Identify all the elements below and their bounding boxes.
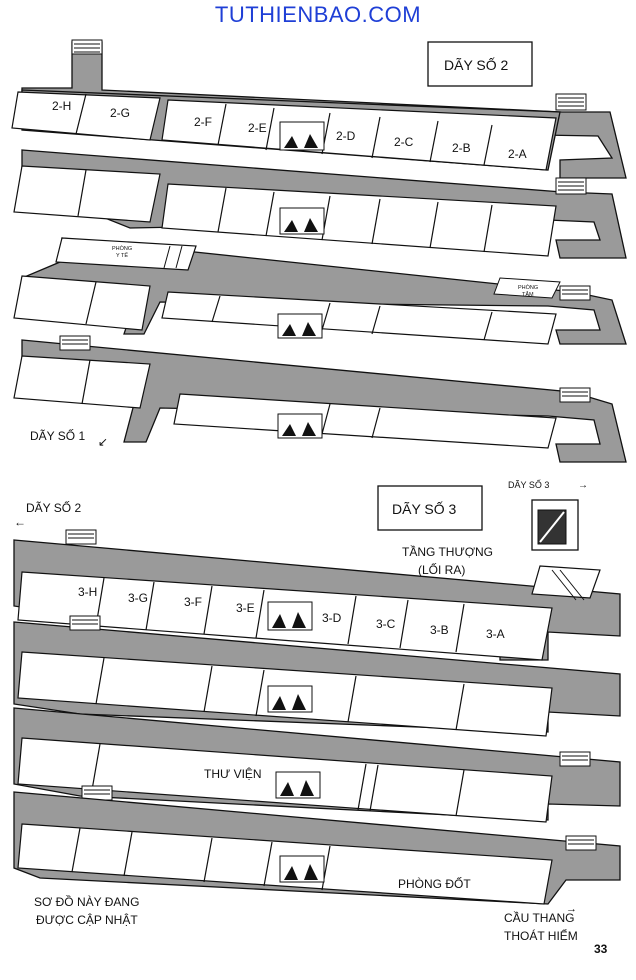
arrow-left-icon: ← — [14, 515, 26, 529]
bathroom-label-line1: PHÒNG — [518, 284, 538, 291]
room-labels-wing3: 3-H 3-G 3-F 3-E 3-D 3-C 3-B 3-A — [78, 585, 505, 641]
floor-4-wing3 — [13, 791, 621, 905]
room-label: 2-B — [452, 141, 471, 155]
room-label: 3-A — [486, 627, 505, 641]
wing-2-box — [427, 41, 533, 87]
wing-2-pointer-label: DÃY SỐ 2 — [26, 500, 81, 515]
burn-room-label: PHÒNG ĐỐT — [398, 876, 471, 891]
floor-4-wing2 — [13, 335, 627, 463]
infirmary-label-line2: Y TẾ — [116, 252, 128, 259]
room-label: 2-D — [336, 129, 356, 143]
room-label: 2-F — [194, 115, 212, 129]
room-label: 3-G — [128, 591, 148, 605]
update-note-line1: SƠ ĐỒ NÀY ĐANG — [34, 894, 139, 909]
room-label: 3-F — [184, 595, 202, 609]
room-labels-wing2: 2-H 2-G 2-F 2-E 2-D 2-C 2-B 2-A — [52, 99, 527, 161]
emergency-stairs-line1: CẦU THANG — [504, 910, 574, 925]
room-label: 2-H — [52, 99, 71, 113]
infirmary-label-line1: PHÒNG — [112, 245, 132, 252]
room-label: 2-A — [508, 147, 527, 161]
update-note-line2: ĐƯỢC CẬP NHẬT — [36, 912, 138, 927]
floor-2-wing3 — [13, 615, 621, 737]
floor-top-wing3 — [13, 499, 621, 661]
bathroom-label-line2: TẮM — [522, 290, 534, 298]
rooftop-label-line1: TẦNG THƯỢNG — [402, 544, 493, 559]
floor-3-wing2 — [13, 237, 627, 345]
arrow-down-left-icon: ↙ — [98, 435, 108, 449]
page-number: 33 — [594, 942, 608, 956]
room-label: 2-E — [248, 121, 267, 135]
room-label: 2-C — [394, 135, 414, 149]
wing-2-floors — [11, 39, 627, 463]
arrow-right-icon: → — [566, 903, 577, 915]
room-label: 3-B — [430, 623, 449, 637]
wing-1-label: DÃY SỐ 1 — [30, 428, 85, 443]
room-label: 3-D — [322, 611, 342, 625]
room-label: 3-C — [376, 617, 396, 631]
floor-2-wing2 — [13, 149, 627, 259]
wing-2-box-label: DÃY SỐ 2 — [444, 56, 509, 73]
emergency-stairs-line2: THOÁT HIỂM — [504, 928, 578, 943]
floor-top-wing2 — [11, 39, 627, 179]
wing-3-pointer-label: DÃY SỐ 3 — [508, 479, 549, 490]
floor-3-wing3 — [13, 707, 621, 823]
wing-3-box — [377, 485, 483, 531]
room-label: 2-G — [110, 106, 130, 120]
library-label: THƯ VIỆN — [204, 766, 262, 781]
rooftop-label-line2: (LỐI RA) — [418, 562, 465, 577]
room-label: 3-H — [78, 585, 97, 599]
wing-3-floors — [13, 499, 621, 905]
wing-3-box-label: DÃY SỐ 3 — [392, 500, 457, 517]
site-watermark: TUTHIENBAO.COM — [214, 2, 422, 27]
room-label: 3-E — [236, 601, 255, 615]
arrow-right-icon: → — [578, 480, 588, 491]
